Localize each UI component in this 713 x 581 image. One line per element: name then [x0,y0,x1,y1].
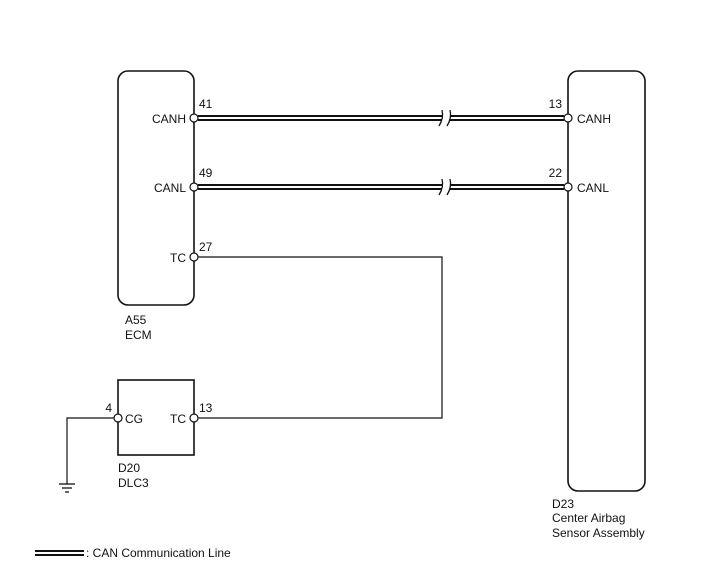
dlc3-name: DLC3 [118,476,149,490]
airbag-pin-13-number: 13 [549,97,563,111]
dlc3-pin-13-label: TC [170,412,186,426]
ecm-pin-41-label: CANH [152,112,186,126]
canl-line [198,178,564,196]
dlc3-pin-4-number: 4 [105,401,112,415]
ecm-pin-49-label: CANL [154,181,186,195]
ecm-pin-41-terminal [189,113,199,123]
ecm-name: ECM [125,328,152,342]
tc-wire [198,256,443,419]
airbag-name-line1: Center Airbag [552,511,625,525]
dlc3-pin-13-number: 13 [199,401,213,415]
dlc3-pin-4-terminal [113,413,123,423]
ecm-pin-27-terminal [189,252,199,262]
legend-label: : CAN Communication Line [86,546,231,560]
airbag-pin-22-terminal [563,182,573,192]
ecm-pin-49-number: 49 [199,166,213,180]
airbag-pin-13-terminal [563,113,573,123]
airbag-code: D23 [552,497,574,511]
ecm-pin-49-terminal [189,182,199,192]
airbag-pin-22-number: 22 [549,166,563,180]
ecm-pin-27-label: TC [170,251,186,265]
airbag-sensor-box [567,70,646,492]
ecm-pin-27-number: 27 [199,240,213,254]
ecm-pin-41-number: 41 [199,97,213,111]
dlc3-pin-13-terminal [189,413,199,423]
airbag-pin-22-label: CANL [577,181,609,195]
dlc3-code: D20 [118,461,140,475]
airbag-name-line2: Sensor Assembly [552,526,645,540]
ground-symbol-icon [59,483,75,493]
ground-wire [66,417,114,484]
ecm-code: A55 [125,313,147,327]
canh-line [198,109,564,127]
dlc3-pin-4-label: CG [125,412,143,426]
airbag-pin-13-label: CANH [577,112,611,126]
